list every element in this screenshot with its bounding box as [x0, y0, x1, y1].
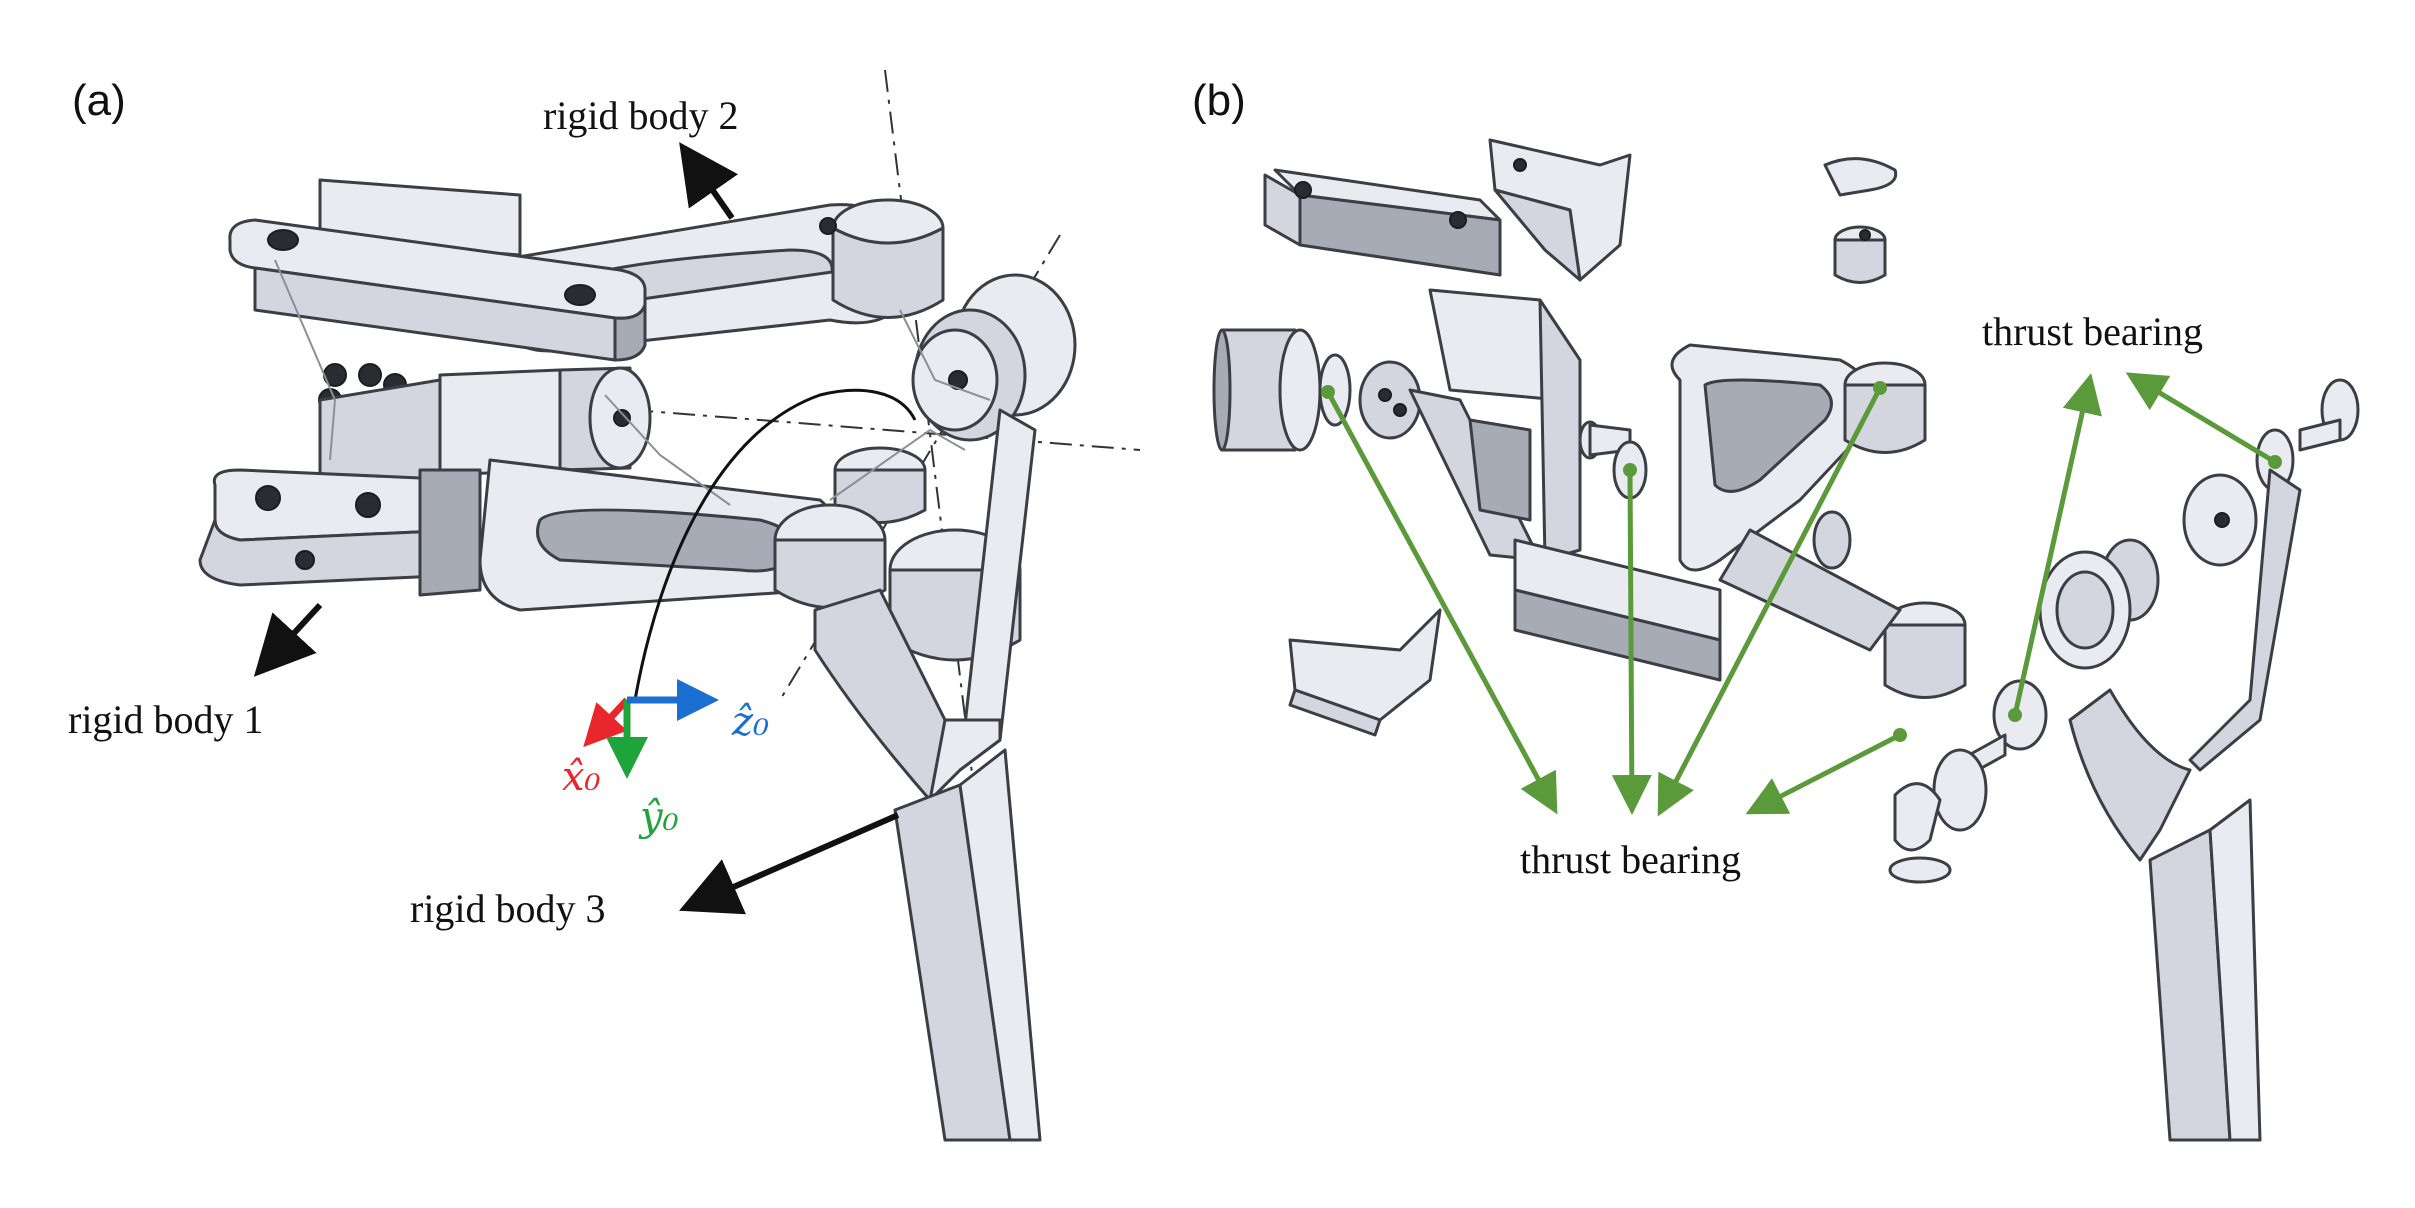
label-arrows	[253, 142, 900, 915]
panel-a-label: (a)	[72, 76, 126, 125]
rigid-body-3-label: rigid body 3	[410, 886, 606, 931]
bearing-arrow-2	[1611, 469, 1652, 815]
z-axis-label: ẑ₀	[731, 699, 769, 745]
rigid-body-2-arrow	[679, 142, 739, 220]
top-clamp-bar	[228, 178, 647, 362]
thrust-bearing-label-bottom: thrust bearing	[1520, 837, 1741, 882]
thrust-bearing-arrows	[1321, 372, 2282, 817]
rigid-body-2-label: rigid body 2	[543, 93, 739, 138]
exploded-frame	[1408, 288, 1648, 562]
exploded-right-assembly	[1888, 378, 2360, 1142]
exploded-bottom-bracket	[1288, 608, 1442, 737]
exploded-motor	[1212, 328, 1422, 452]
exploded-small-caps	[1823, 157, 1898, 284]
trajectory-curve	[633, 388, 917, 701]
rigid-body-1-arrow	[253, 602, 323, 677]
x-axis-arrow	[583, 697, 630, 748]
rigid-body-3-arrow	[679, 812, 900, 915]
bearing-arrow-4	[1745, 732, 1902, 815]
bearing-arrow-6	[2125, 372, 2277, 465]
x-axis-label: x̂₀	[562, 754, 601, 800]
exploded-link	[1670, 343, 1967, 699]
rigid-body-1-clamp: rigid body 1	[68, 468, 482, 742]
panel-b-label: (b)	[1192, 76, 1246, 125]
rigid-body-3-arm: rigid body 3	[410, 408, 1042, 1142]
bearing-arrow-5	[2012, 373, 2102, 716]
thrust-bearing-label-top: thrust bearing	[1982, 309, 2203, 354]
tendon-lines	[274, 259, 991, 506]
panel-b: (b)	[1192, 76, 2360, 1142]
rigid-body-1-label: rigid body 1	[68, 697, 264, 742]
exploded-top-bracket	[1488, 138, 1632, 282]
panel-a: (a) rigid body 2	[68, 69, 1141, 1142]
exploded-bottom-clamp	[1513, 538, 1722, 682]
exploded-top-clamp	[1263, 168, 1502, 277]
coordinate-frame: x̂₀ ŷ₀ ẑ₀	[562, 679, 769, 840]
bearing-arrow-3	[1657, 386, 1883, 817]
center-shaft	[318, 366, 652, 492]
y-axis-label: ŷ₀	[638, 794, 679, 840]
bearing-arrow-1	[1325, 390, 1558, 815]
